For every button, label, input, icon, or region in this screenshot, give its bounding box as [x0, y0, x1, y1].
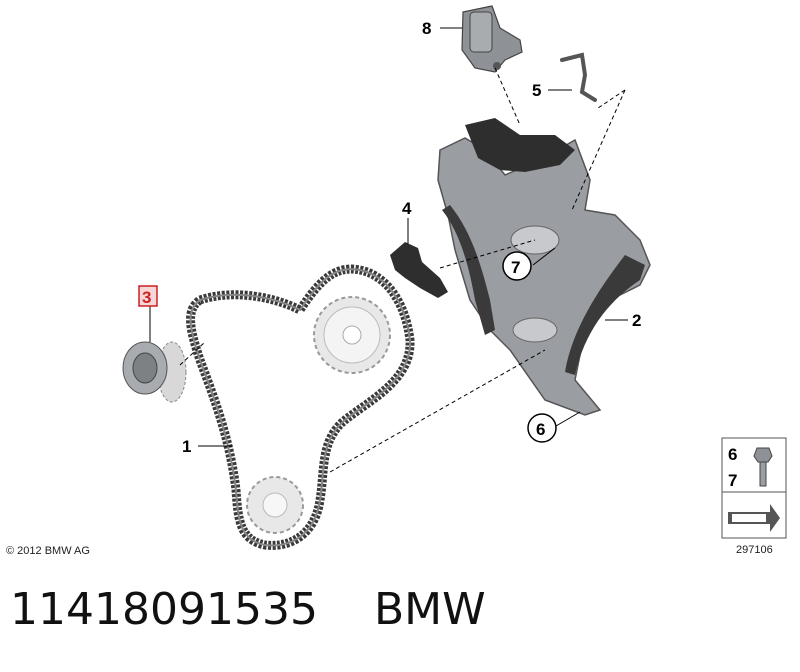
legend-row1-label: 6	[728, 445, 737, 464]
legend-box: 6 7	[721, 437, 787, 539]
callout-5: 5	[532, 81, 541, 100]
callout-8-label: 8	[422, 19, 431, 38]
highlight-box	[138, 285, 158, 307]
callout-6: 6	[527, 413, 557, 443]
leader-lines	[149, 27, 628, 447]
sprocket-part	[122, 341, 187, 403]
callout-1: 1	[182, 437, 191, 456]
tensioner-shoe	[465, 118, 575, 172]
arrow-icon	[728, 504, 780, 532]
callout-2-label: 2	[632, 311, 641, 330]
caption: 11418091535 BMW	[10, 584, 486, 635]
callout-4-label: 4	[402, 199, 412, 218]
guide-plate	[437, 137, 651, 416]
callout-3-label: 3	[142, 288, 151, 307]
reference-lines	[179, 67, 626, 473]
callout-7: 7	[502, 251, 532, 281]
callout-3: 3	[138, 285, 158, 307]
timing-chain	[186, 264, 415, 550]
chain-tensioner-part	[461, 5, 523, 73]
callout-6-label: 6	[536, 420, 545, 439]
callout-4: 4	[402, 199, 412, 218]
callout-1-label: 1	[182, 437, 191, 456]
callout-8: 8	[422, 19, 431, 38]
brand-name: BMW	[373, 584, 486, 635]
crank-sprocket	[246, 476, 304, 534]
callout-2: 2	[632, 311, 641, 330]
callout-7-label: 7	[511, 258, 520, 277]
callout-5-label: 5	[532, 81, 541, 100]
diagram-id: 297106	[736, 544, 773, 556]
bolt-icon	[753, 447, 773, 487]
guide-rail-part	[390, 242, 448, 298]
oil-nozzle-part	[560, 52, 597, 102]
camshaft-sprocket	[313, 296, 391, 374]
legend-row2-label: 7	[728, 471, 737, 490]
copyright-text: © 2012 BMW AG	[6, 545, 90, 557]
part-number: 11418091535	[10, 584, 318, 635]
